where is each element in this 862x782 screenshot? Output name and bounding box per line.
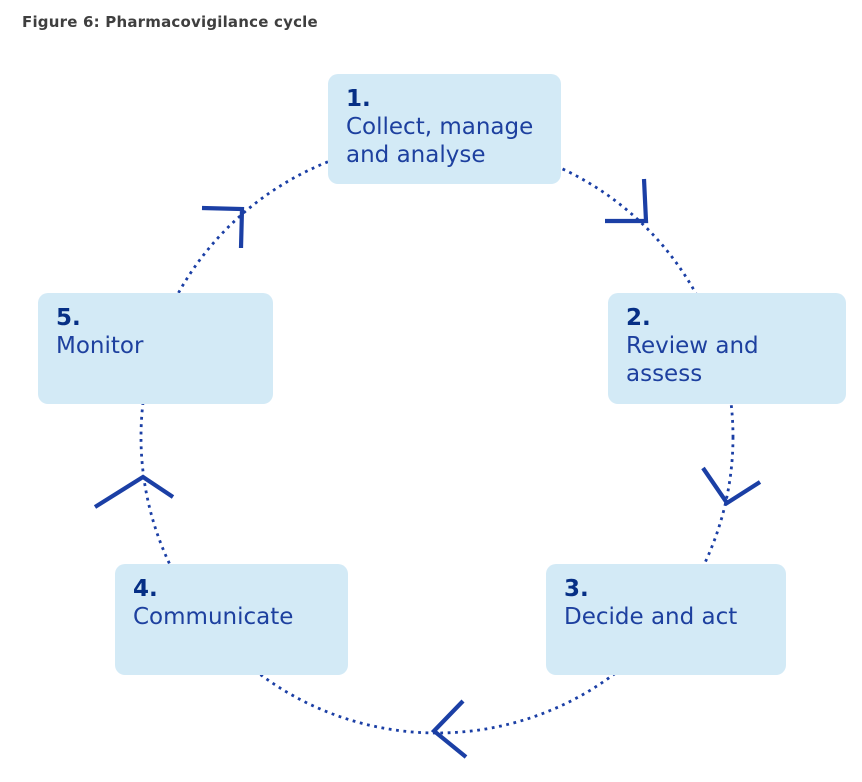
step-1-label: Collect, manage and analyse — [346, 114, 534, 169]
cycle-step-4-box: 4. Communicate — [115, 564, 348, 675]
step-2-label: Review and assess — [626, 333, 759, 388]
cycle-step-5-box: 5. Monitor — [38, 293, 273, 404]
cycle-step-1-box: 1. Collect, manage and analyse — [328, 74, 561, 184]
step-3-label: Decide and act — [564, 604, 738, 631]
cycle-step-3-box: 3. Decide and act — [546, 564, 786, 675]
arrowhead-step2-to-step3 — [701, 466, 762, 506]
arrowhead-step5-to-step1 — [201, 205, 245, 249]
figure-title: Figure 6: Pharmacovigilance cycle — [22, 13, 318, 31]
arrowhead-step1-to-step2 — [605, 178, 649, 224]
step-4-number: 4. — [133, 576, 158, 602]
cycle-step-2-box: 2. Review and assess — [608, 293, 846, 404]
step-1-number: 1. — [346, 86, 371, 112]
arrowhead-step3-to-step4 — [430, 699, 468, 759]
step-3-number: 3. — [564, 576, 589, 602]
step-4-label: Communicate — [133, 604, 294, 631]
step-2-number: 2. — [626, 305, 651, 331]
step-5-number: 5. — [56, 305, 81, 331]
dotted-cycle-arc — [139, 139, 735, 735]
arrowhead-step4-to-step5 — [93, 474, 175, 509]
step-5-label: Monitor — [56, 333, 144, 360]
